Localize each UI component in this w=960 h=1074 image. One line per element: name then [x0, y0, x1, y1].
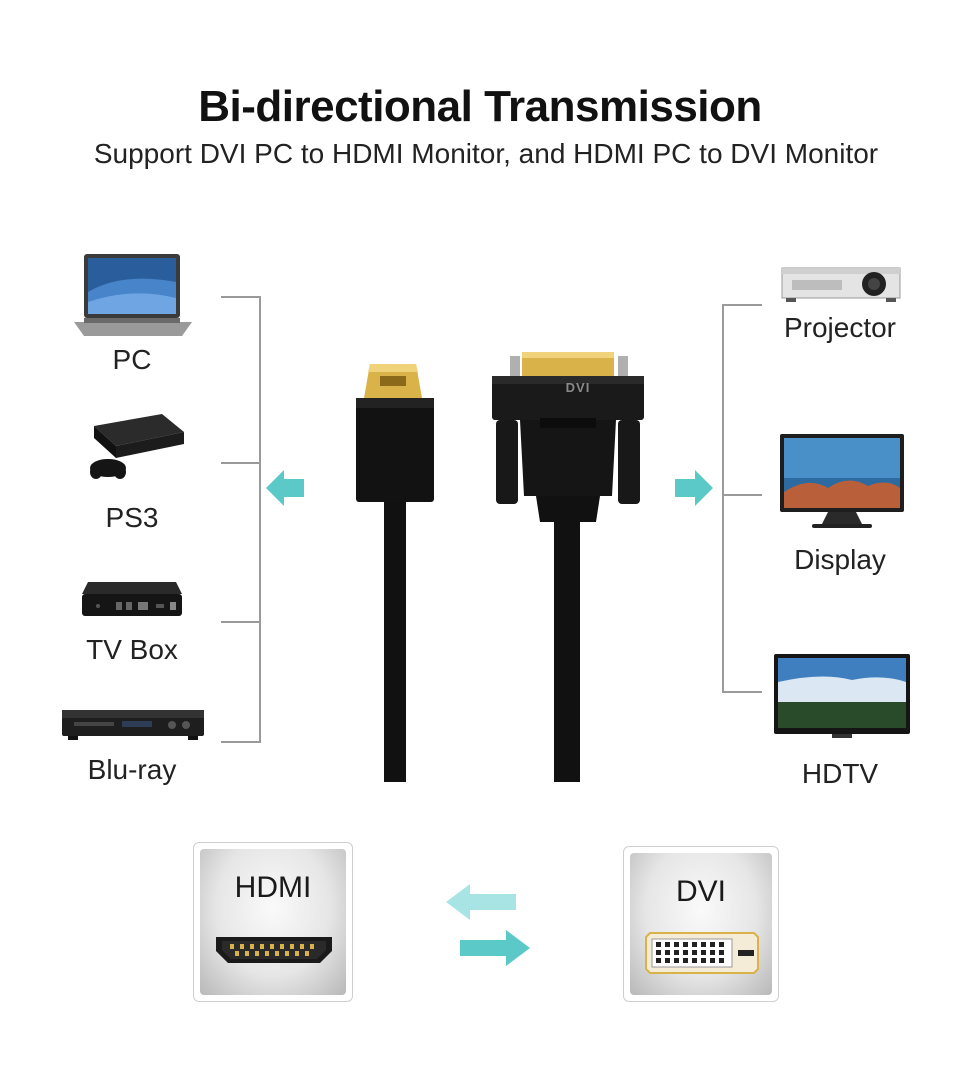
swap-arrows-icon [442, 880, 534, 970]
output-label-hdtv: HDTV [801, 758, 879, 789]
hdtv-icon [772, 652, 912, 740]
hdmi-port-card: HDMI [193, 842, 353, 1002]
laptop-icon [72, 252, 194, 338]
projector-icon [778, 260, 904, 304]
game-console-icon [80, 412, 190, 482]
page-subtitle: Support DVI PC to HDMI Monitor, and HDMI… [93, 138, 879, 169]
source-label-pc: PC [112, 344, 152, 375]
tv-box-icon [80, 580, 184, 620]
dvi-port-label: DVI [675, 875, 726, 908]
output-bracket [720, 304, 762, 696]
output-label-display: Display [794, 544, 886, 575]
source-label-tv-box: TV Box [86, 634, 178, 665]
source-label-ps3: PS3 [105, 502, 159, 533]
bluray-player-icon [60, 708, 206, 742]
cable-illustration [350, 346, 650, 782]
arrow-left-icon [266, 470, 304, 506]
page-title: Bi-directional Transmission [198, 82, 762, 131]
dvi-plug-text: DVI [565, 380, 591, 395]
output-label-projector: Projector [783, 312, 897, 343]
dvi-port-icon [644, 931, 760, 975]
source-label-bluray: Blu-ray [87, 754, 177, 785]
hdmi-port-icon [214, 933, 334, 967]
arrow-right-icon [675, 470, 713, 506]
monitor-icon [778, 432, 906, 530]
hdmi-port-label: HDMI [234, 871, 312, 904]
dvi-port-card: DVI [623, 846, 779, 1002]
source-bracket [221, 296, 263, 746]
